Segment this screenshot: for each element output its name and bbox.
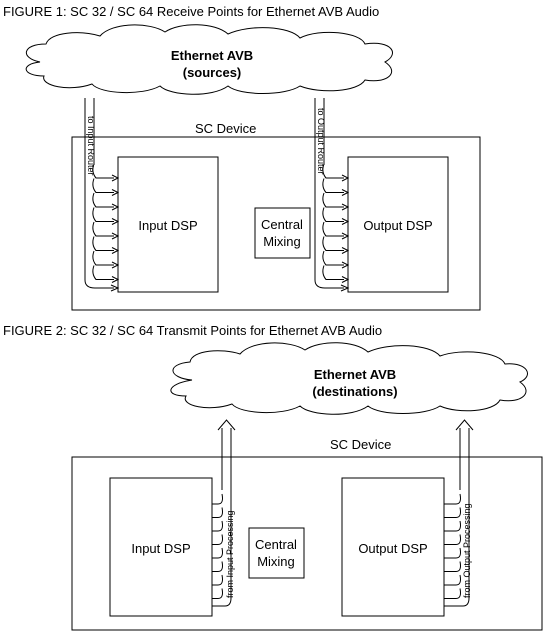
branch-curve (92, 163, 114, 179)
trunk-arrowhead (217, 419, 236, 431)
cloud-shape (25, 24, 393, 95)
figure-2-title: FIGURE 2: SC 32 / SC 64 Transmit Points … (3, 323, 383, 338)
figure-1-title: FIGURE 1: SC 32 / SC 64 Receive Points f… (3, 4, 380, 19)
to-input-router-label: to Input Router (86, 116, 96, 176)
branch-curve (92, 236, 114, 251)
cloud-label-line1: Ethernet AVB (314, 367, 396, 382)
branch-arrowhead (111, 247, 120, 254)
branch-curve (322, 236, 344, 251)
device-label: SC Device (195, 121, 256, 136)
branch-curve (212, 588, 223, 599)
branch-curve (212, 507, 223, 518)
branch-arrowhead (341, 189, 350, 196)
branch-arrowhead (341, 174, 350, 182)
cloud-label-line1: Ethernet AVB (171, 48, 253, 63)
branch-curve (444, 588, 461, 599)
input-dsp-label: Input DSP (138, 218, 197, 233)
central-mixing-line2: Mixing (263, 234, 301, 249)
to-output-router-label: to Output Router (316, 108, 326, 175)
branch-curve (212, 520, 223, 532)
bottom-curve (314, 279, 344, 289)
central-mixing-box (254, 207, 311, 259)
branch-arrowhead (341, 261, 350, 269)
output-dsp-label: Output DSP (358, 541, 427, 556)
output-dsp-box (347, 156, 449, 293)
branch-curve (212, 561, 223, 572)
branch-curve (212, 547, 223, 559)
branch-curve (322, 192, 344, 208)
input-processing-arrow-bundle (212, 419, 236, 607)
bottom-curve (444, 597, 470, 607)
branch-curve (322, 250, 344, 266)
output-dsp-box (341, 477, 445, 617)
branch-curve (92, 265, 114, 280)
output-dsp-label: Output DSP (363, 218, 432, 233)
branch-arrowhead (341, 218, 350, 225)
branch-arrowhead (111, 203, 120, 211)
branch-curve (92, 207, 114, 222)
output-processing-arrow-bundle (444, 419, 474, 607)
branch-curve (212, 493, 223, 505)
branch-arrowhead (341, 232, 350, 240)
branch-curve (322, 178, 344, 193)
branch-curve (444, 547, 461, 559)
bottom-curve (212, 597, 232, 607)
branch-curve (322, 163, 344, 179)
input-dsp-box (117, 156, 219, 293)
from-output-processing-label: from Output Processing (462, 503, 472, 598)
figure-1: SC Device Input DSP Central Mixing Outpu… (25, 24, 481, 311)
branch-arrowhead (111, 174, 120, 182)
branch-curve (322, 207, 344, 222)
device-label: SC Device (330, 437, 391, 452)
bottom-arrowhead (110, 284, 120, 292)
branch-curve (92, 192, 114, 208)
branch-arrowhead (111, 261, 120, 269)
branch-arrowhead (111, 276, 120, 283)
from-input-processing-label: from Input Processing (225, 510, 235, 598)
branch-curve (212, 534, 223, 545)
branch-arrowhead (111, 232, 120, 240)
branch-curve (92, 250, 114, 266)
central-mixing-line1: Central (255, 537, 297, 552)
branch-curve (212, 574, 223, 586)
branch-curve (444, 507, 461, 518)
branch-curve (92, 221, 114, 237)
branch-curve (444, 534, 461, 545)
branch-curve (322, 221, 344, 237)
central-mixing-box (248, 527, 305, 579)
branch-arrowhead (341, 276, 350, 283)
branch-curve (92, 178, 114, 193)
branch-arrowhead (341, 203, 350, 211)
input-dsp-label: Input DSP (131, 541, 190, 556)
branch-curve (444, 574, 461, 586)
branch-arrowhead (111, 189, 120, 196)
cloud-shape (170, 342, 528, 415)
figure-2: SC Device Input DSP Central Mixing Outpu… (71, 342, 543, 631)
bottom-curve (84, 279, 114, 289)
branch-arrowhead (341, 247, 350, 254)
cloud-label-line2: (destinations) (312, 384, 397, 399)
output-router-arrow-bundle (314, 98, 350, 292)
branch-curve (444, 493, 461, 505)
branch-arrowhead (111, 218, 120, 225)
bottom-arrowhead (340, 284, 350, 292)
input-router-arrow-bundle (84, 98, 120, 292)
branch-curve (444, 520, 461, 532)
cloud-label-line2: (sources) (183, 65, 242, 80)
central-mixing-line2: Mixing (257, 554, 295, 569)
branch-curve (444, 561, 461, 572)
input-dsp-box (109, 477, 213, 617)
branch-curve (322, 265, 344, 280)
central-mixing-line1: Central (261, 217, 303, 232)
trunk-arrowhead (455, 419, 474, 431)
